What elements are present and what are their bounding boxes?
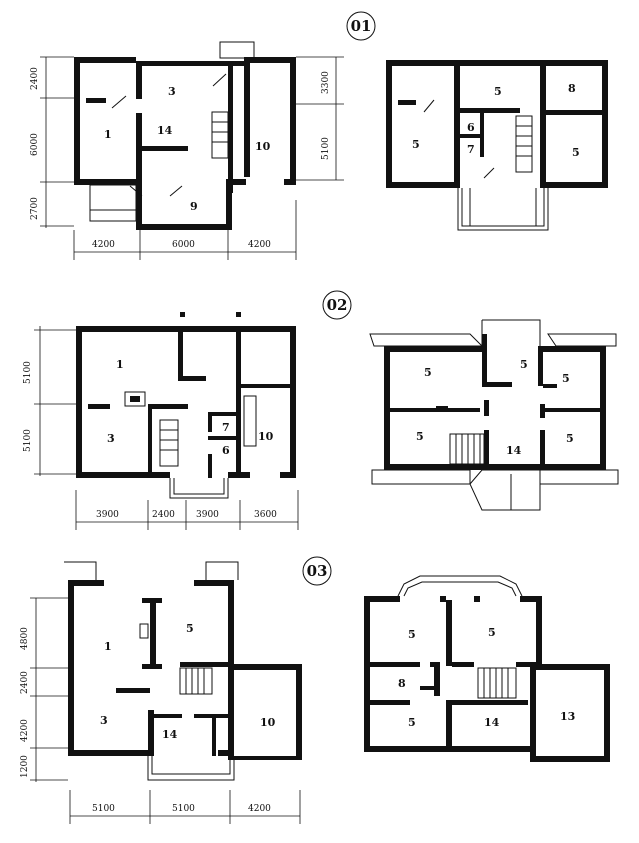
dimension-label: 4200: [92, 240, 115, 250]
room-label: 1: [116, 358, 124, 371]
room-label: 5: [424, 366, 432, 379]
dimension-label: 2400: [30, 67, 40, 90]
plan-01-dimensions: 2400 6000 2700 3300 5100 4200 6000 4200: [30, 56, 344, 260]
room-label: 5: [412, 138, 420, 151]
plan-01-badge: 01: [351, 17, 372, 35]
room-label: 14: [162, 728, 178, 741]
room-label: 1: [104, 640, 112, 653]
room-label: 3: [107, 432, 115, 445]
plan-01: 01 1: [30, 11, 608, 260]
dimension-label: 5100: [321, 137, 331, 160]
room-label: 5: [494, 85, 502, 98]
dimension-label: 5100: [23, 429, 33, 452]
plan-02-badge-circle: [322, 290, 352, 320]
room-label: 5: [566, 432, 574, 445]
dimension-label: 3600: [254, 510, 277, 520]
room-label: 5: [562, 372, 570, 385]
plan-03-ground-floor: 1 5 3 14 10: [64, 561, 302, 781]
dimension-label: 5100: [92, 804, 115, 814]
plan-01-badge-circle: [346, 11, 376, 41]
plan-03-upper-floor: 5 5 8 5 14 13: [364, 575, 610, 762]
dimension-label: 4200: [20, 719, 30, 742]
room-label: 1: [104, 128, 112, 141]
room-label: 3: [168, 85, 176, 98]
room-label: 9: [190, 200, 198, 213]
plan-01-upper-floor: 5 5 8 6 7 5: [386, 60, 608, 231]
room-label: 3: [100, 714, 108, 727]
room-label: 14: [157, 124, 173, 137]
room-label: 14: [506, 444, 522, 457]
dimension-label: 5100: [23, 361, 33, 384]
room-label: 5: [416, 430, 424, 443]
room-label: 13: [560, 710, 575, 723]
room-label: 14: [484, 716, 500, 729]
dimension-label: 4800: [20, 627, 30, 650]
dimension-label: 4200: [248, 240, 271, 250]
dimension-label: 2400: [152, 510, 175, 520]
room-label: 10: [255, 140, 271, 153]
room-label: 8: [568, 82, 576, 95]
dimension-label: 3900: [196, 510, 219, 520]
dimension-label: 5100: [172, 804, 195, 814]
room-label: 7: [222, 421, 230, 434]
plan-03-badge-circle: [302, 556, 332, 586]
room-label: 10: [260, 716, 276, 729]
plan-03-dimensions: 4800 2400 4200 1200 5100 5100 4200: [20, 597, 301, 824]
room-label: 5: [572, 146, 580, 159]
room-label: 8: [398, 677, 406, 690]
plan-02-dimensions: 5100 5100 3900 2400 3900 3600: [23, 326, 299, 530]
dimension-label: 4200: [248, 804, 271, 814]
room-label: 5: [520, 358, 528, 371]
room-label: 5: [488, 626, 496, 639]
room-label: 5: [186, 622, 194, 635]
room-label: 6: [222, 444, 230, 457]
dimension-label: 6000: [30, 133, 40, 156]
dimension-label: 2400: [20, 671, 30, 694]
dimension-label: 3300: [321, 71, 331, 94]
room-label: 5: [408, 716, 416, 729]
plan-02-upper-floor: 5 5 5 5 14 5: [369, 319, 619, 511]
dimension-label: 3900: [96, 510, 119, 520]
plan-01-ground-floor: 1 3 14 9 10: [74, 41, 296, 230]
plan-02-badge: 02: [327, 296, 348, 314]
room-label: 10: [258, 430, 274, 443]
plan-02-ground-floor: 1 3 7 6 10: [76, 312, 296, 499]
plan-03-badge: 03: [307, 562, 328, 580]
room-label: 7: [467, 143, 475, 156]
room-label: 6: [467, 121, 475, 134]
dimension-label: 1200: [20, 755, 30, 778]
plan-03: 03 1 5 3: [20, 556, 610, 824]
room-label: 5: [408, 628, 416, 641]
dimension-label: 6000: [172, 240, 195, 250]
dimension-label: 2700: [30, 197, 40, 220]
plan-02: 02 1 3: [23, 290, 619, 530]
